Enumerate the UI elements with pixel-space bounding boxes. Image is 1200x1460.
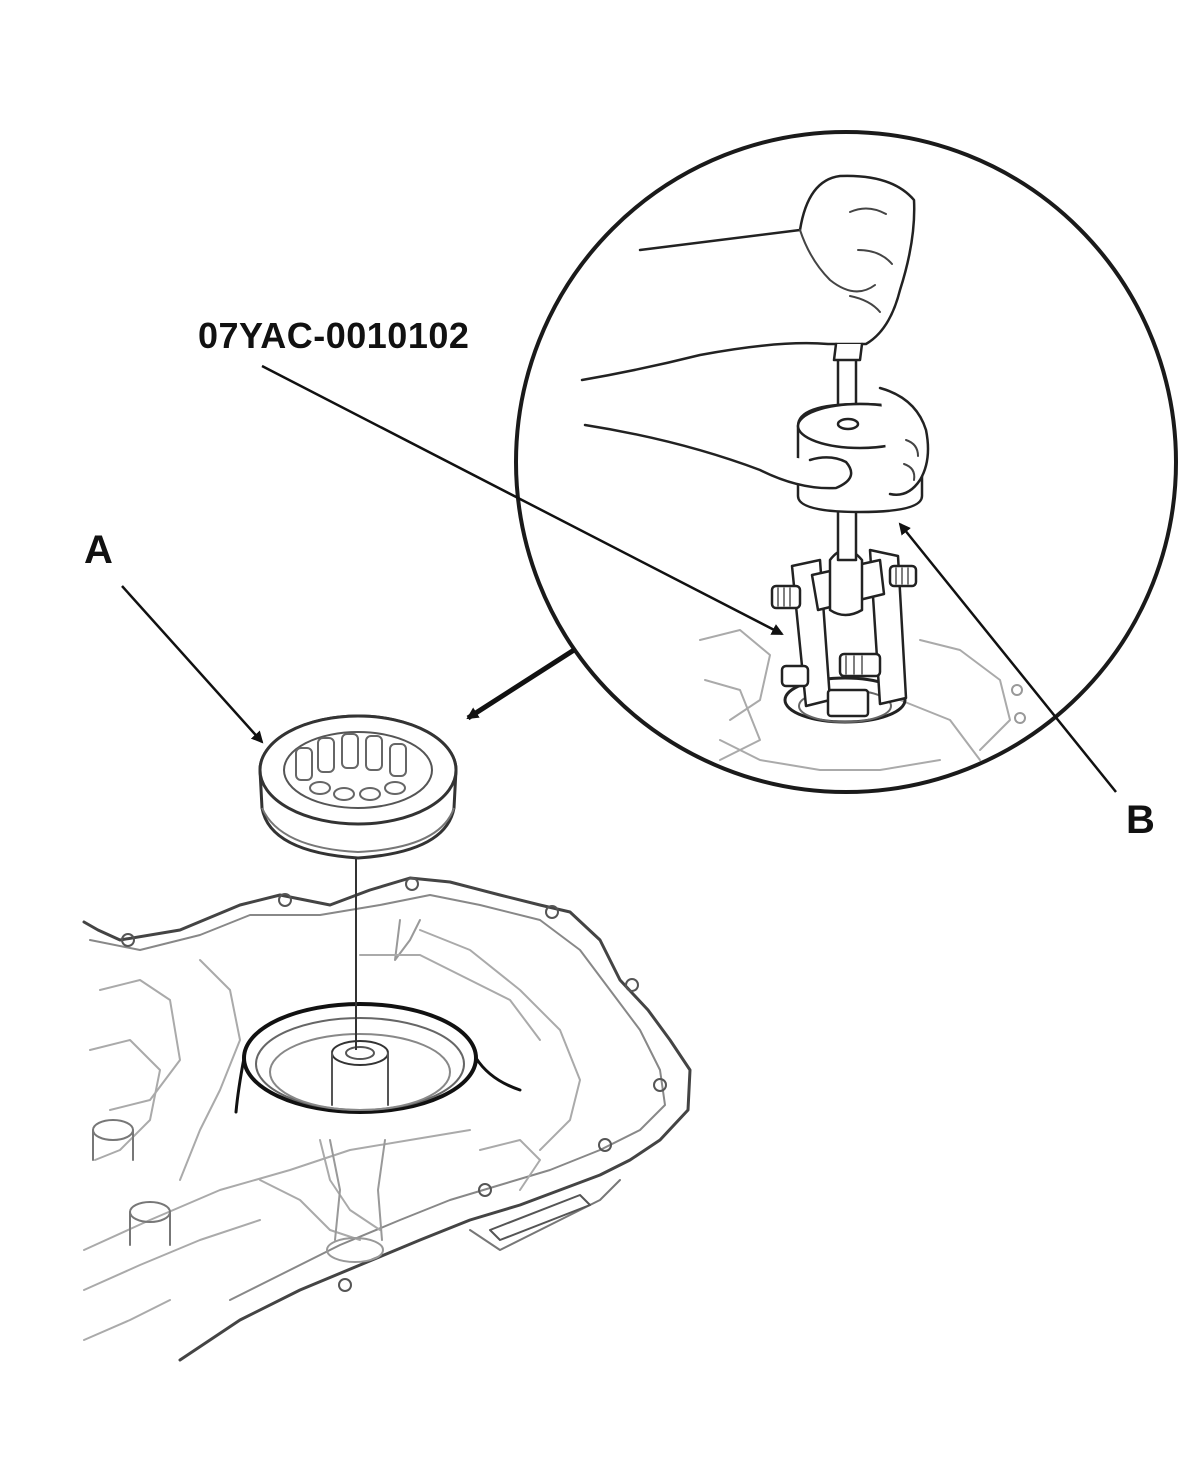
part-a-callout: A <box>84 528 113 572</box>
bearing-a <box>258 714 458 860</box>
leader-tool <box>261 364 784 636</box>
detail-link-arrow <box>466 647 576 721</box>
part-b-callout: B <box>1126 798 1155 842</box>
leader-b <box>898 522 1117 793</box>
detail-view-circle <box>514 130 1178 794</box>
leader-a <box>121 585 264 744</box>
transmission-housing <box>82 876 692 1362</box>
tool-number-callout: 07YAC-0010102 <box>198 315 470 356</box>
